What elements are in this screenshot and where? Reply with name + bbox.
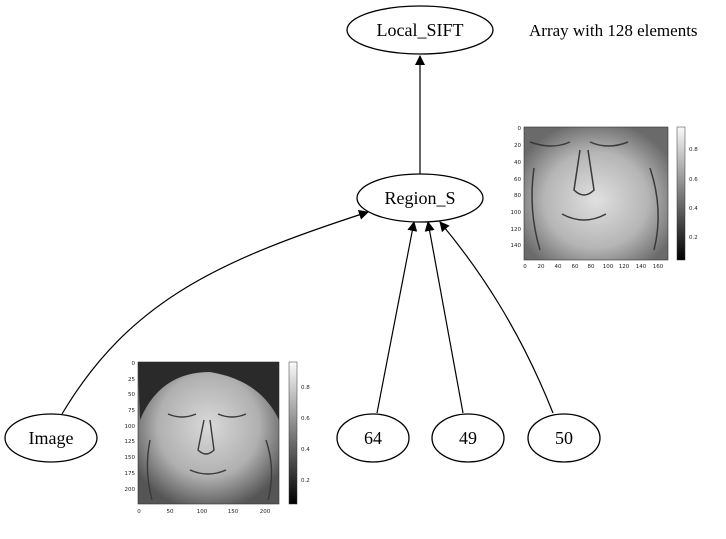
image-x-tick: 50	[167, 509, 174, 515]
region-y-tick: 20	[514, 143, 521, 149]
image-x-tick: 100	[197, 509, 208, 515]
edge-image-to-region	[61, 210, 369, 415]
annotation-array: Array with 128 elements	[529, 21, 698, 40]
region-y-tick: 60	[514, 177, 521, 183]
image-hair	[138, 362, 279, 420]
image-x-ticks: 0 50 100 150 200	[137, 509, 270, 515]
region-y-tick: 100	[511, 210, 522, 216]
region-x-tick: 40	[555, 264, 562, 270]
region-x-tick: 120	[619, 264, 630, 270]
region-x-tick: 100	[603, 264, 614, 270]
image-colorbar-ticks: 0.8 0.6 0.4 0.2	[301, 385, 310, 484]
image-cb-tick: 0.6	[301, 416, 310, 422]
node-region-s[interactable]: Region_S	[356, 173, 484, 223]
region-face-image	[523, 126, 669, 261]
region-y-tick: 0	[518, 126, 522, 132]
edges	[61, 55, 554, 415]
node-image[interactable]: Image	[4, 413, 98, 463]
region-x-tick: 80	[588, 264, 595, 270]
image-colorbar	[288, 361, 298, 505]
node-49[interactable]: 49	[431, 413, 505, 463]
image-x-tick: 0	[137, 509, 141, 515]
region-y-ticks: 0 20 40 60 80 100 120 140	[511, 126, 522, 249]
image-y-tick: 125	[125, 439, 136, 445]
region-face-plot: 0 20 40 60 80 100 120 140 0 20 40 60 80 …	[511, 126, 699, 270]
image-y-tick: 200	[125, 487, 136, 493]
region-colorbar	[676, 126, 686, 261]
image-y-tick: 25	[128, 377, 135, 383]
region-x-ticks: 0 20 40 60 80 100 120 140 160	[523, 264, 663, 270]
region-cb-tick: 0.2	[689, 235, 698, 241]
image-y-tick: 150	[125, 455, 136, 461]
region-y-tick: 140	[511, 243, 522, 249]
node-50-label: 50	[555, 428, 573, 448]
image-cb-tick: 0.2	[301, 478, 310, 484]
node-local-sift-label: Local_SIFT	[377, 20, 464, 40]
region-cb-tick: 0.8	[689, 147, 698, 153]
image-x-tick: 150	[228, 509, 239, 515]
region-face-features	[529, 141, 659, 251]
edge-64-to-region	[376, 221, 418, 414]
region-x-tick: 160	[653, 264, 664, 270]
region-x-tick: 0	[523, 264, 527, 270]
image-y-tick: 75	[128, 408, 135, 414]
image-face-plot: 0 25 50 75 100 125 150 175 200 0 50 100 …	[125, 361, 311, 515]
image-y-ticks: 0 25 50 75 100 125 150 175 200	[125, 361, 136, 493]
region-x-tick: 20	[538, 264, 545, 270]
node-image-label: Image	[29, 428, 74, 448]
region-y-tick: 120	[511, 227, 522, 233]
node-64[interactable]: 64	[336, 413, 410, 463]
region-x-tick: 140	[636, 264, 647, 270]
edge-49-to-region	[424, 221, 464, 414]
image-cb-tick: 0.8	[301, 385, 310, 391]
image-x-tick: 200	[260, 509, 271, 515]
node-64-label: 64	[364, 428, 382, 448]
image-y-tick: 0	[132, 361, 136, 367]
node-region-s-label: Region_S	[384, 188, 455, 208]
image-cb-tick: 0.4	[301, 447, 310, 453]
node-50[interactable]: 50	[527, 413, 601, 463]
region-colorbar-ticks: 0.8 0.6 0.4 0.2	[689, 147, 698, 241]
region-cb-tick: 0.6	[689, 177, 698, 183]
region-y-tick: 80	[514, 193, 521, 199]
region-x-tick: 60	[572, 264, 579, 270]
node-local-sift[interactable]: Local_SIFT	[346, 5, 494, 55]
image-y-tick: 50	[128, 392, 135, 398]
image-y-tick: 100	[125, 424, 136, 430]
image-y-tick: 175	[125, 471, 136, 477]
edge-50-to-region	[439, 221, 554, 414]
image-face-features	[146, 413, 273, 501]
node-49-label: 49	[459, 428, 477, 448]
region-cb-tick: 0.4	[689, 206, 698, 212]
region-y-tick: 40	[514, 160, 521, 166]
